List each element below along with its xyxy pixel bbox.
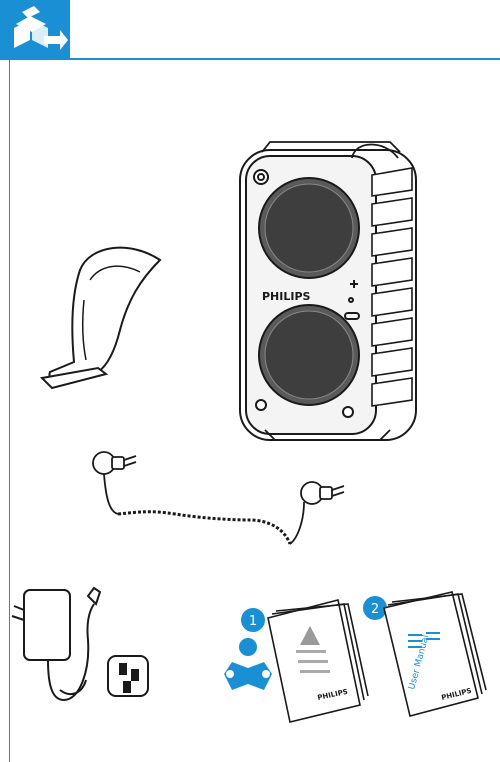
svg-text:1: 1: [249, 614, 257, 629]
step-badge-1: 1: [241, 608, 265, 632]
header-rule: [0, 58, 500, 60]
audio-cable-illustration: [92, 451, 345, 545]
margin-rule: [9, 58, 10, 762]
box-contents-icon: [14, 6, 68, 50]
warning-icon: [300, 626, 320, 645]
speaker-illustration: [239, 141, 417, 441]
user-manual-illustration: [383, 591, 487, 717]
power-adapter-illustration: [11, 586, 149, 702]
safety-leaflet-illustration: [267, 599, 369, 723]
step-badge-2: 2: [363, 596, 387, 620]
strap-illustration: [39, 246, 162, 390]
reader-icon: [224, 638, 272, 690]
speaker-brand-label: PHILIPS: [262, 290, 311, 303]
svg-text:2: 2: [371, 602, 379, 617]
